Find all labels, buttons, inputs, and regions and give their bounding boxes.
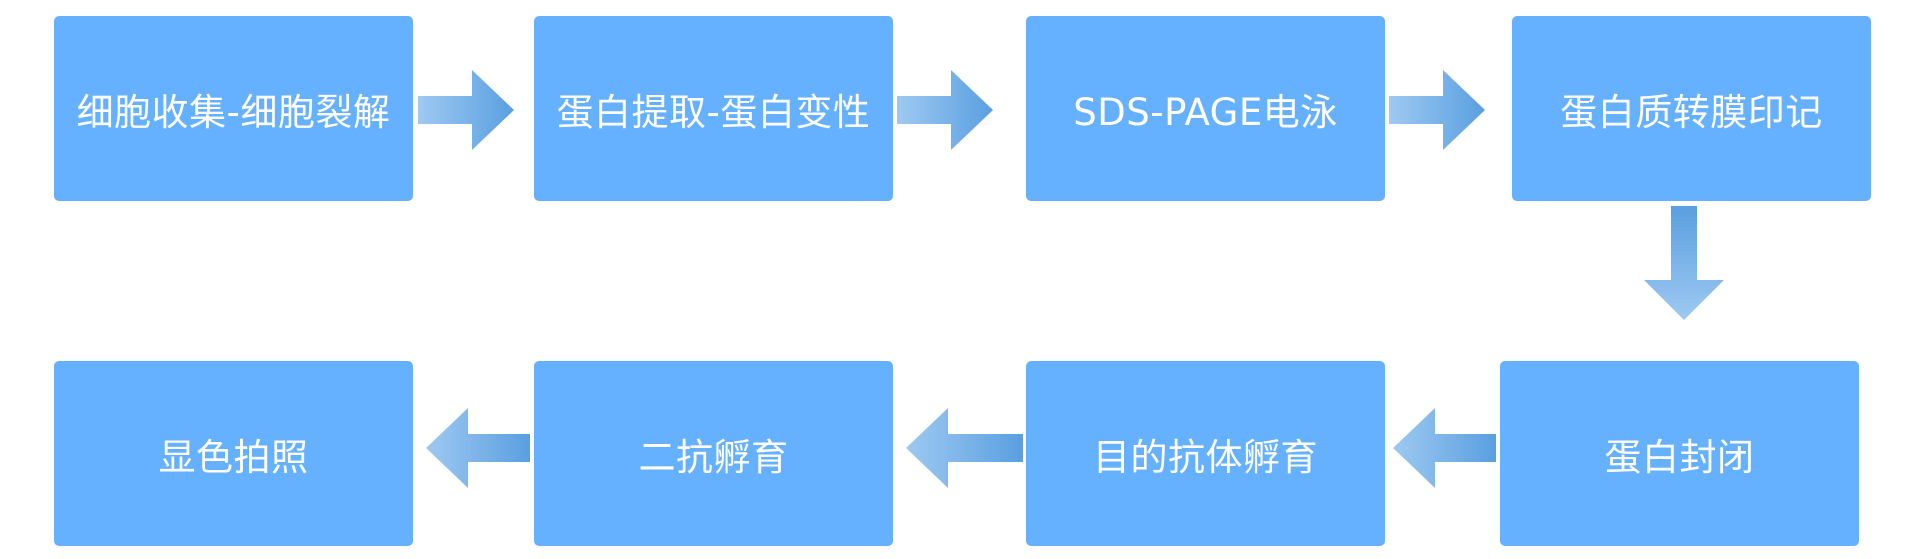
step-label: SDS-PAGE电泳 <box>1073 90 1338 134</box>
step-label: 蛋白提取-蛋白变性 <box>556 90 871 134</box>
arrow-down-icon <box>1644 206 1724 320</box>
step-cell-collection-lysis: 细胞收集-细胞裂解 <box>54 16 413 201</box>
arrow-left-icon <box>1393 408 1496 488</box>
step-protein-transfer: 蛋白质转膜印记 <box>1512 16 1871 201</box>
arrow-right-icon <box>418 70 514 150</box>
step-label: 蛋白质转膜印记 <box>1560 90 1823 134</box>
step-label: 目的抗体孵育 <box>1093 435 1318 479</box>
step-label: 显色拍照 <box>158 435 309 479</box>
step-label: 细胞收集-细胞裂解 <box>76 90 391 134</box>
step-protein-blocking: 蛋白封闭 <box>1500 361 1859 546</box>
step-protein-extraction-denaturation: 蛋白提取-蛋白变性 <box>534 16 893 201</box>
arrow-right-icon <box>1389 70 1485 150</box>
step-sds-page: SDS-PAGE电泳 <box>1026 16 1385 201</box>
arrow-left-icon <box>426 408 530 488</box>
arrow-right-icon <box>897 70 993 150</box>
step-label: 蛋白封闭 <box>1604 435 1755 479</box>
step-secondary-antibody-incubation: 二抗孵育 <box>534 361 893 546</box>
step-color-development-imaging: 显色拍照 <box>54 361 413 546</box>
step-primary-antibody-incubation: 目的抗体孵育 <box>1026 361 1385 546</box>
step-label: 二抗孵育 <box>638 435 789 479</box>
arrow-left-icon <box>906 408 1023 488</box>
